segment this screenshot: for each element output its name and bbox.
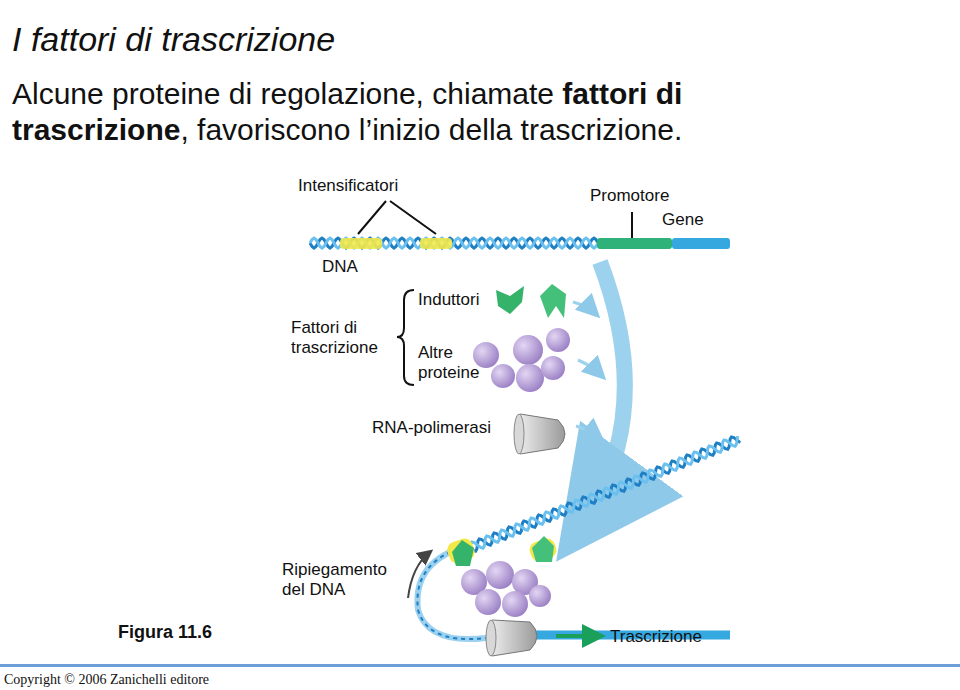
- copyright-note: Copyright © 2006 Zanichelli editore: [4, 672, 209, 688]
- body-text: Alcune proteine di regolazione, chiamate…: [12, 76, 792, 148]
- part-label: RNA-polimerasi: [372, 418, 491, 438]
- part-label: Ripiegamento del DNA: [282, 560, 406, 599]
- part-label: Altre proteine: [418, 343, 494, 382]
- body-phrase: Alcune proteine di regolazione, chiamate: [12, 77, 554, 110]
- part-label: Intensificatori: [298, 176, 398, 196]
- part-label: Induttori: [418, 290, 479, 310]
- slide-title: I fattori di trascrizione: [12, 20, 335, 59]
- figure-caption: Figura 11.6: [118, 622, 212, 643]
- part-label: Trascrizione: [610, 627, 702, 647]
- part-label: Promotore: [590, 186, 669, 206]
- part-label: DNA: [322, 257, 358, 277]
- group-label: Fattori di trascrizione: [291, 318, 399, 357]
- body-phrase: , favoriscono l’inizio della trascrizion…: [180, 113, 682, 146]
- part-label: Gene: [662, 210, 704, 230]
